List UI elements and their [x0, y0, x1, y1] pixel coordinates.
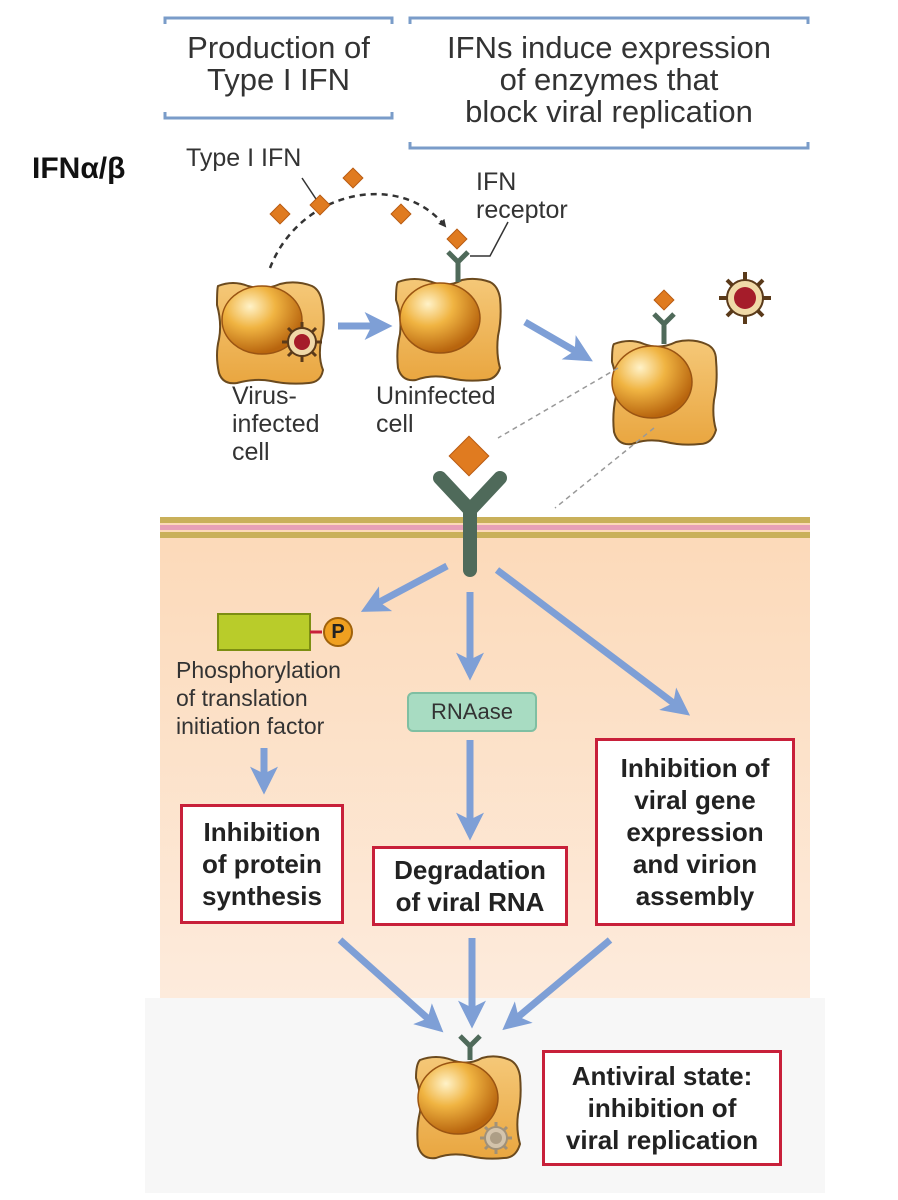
virus-infected-cell-label: Virus- infected cell [232, 382, 320, 466]
cell-membrane [160, 517, 810, 538]
uninfected-cell-label: Uninfected cell [376, 382, 496, 438]
signal-arrows [250, 562, 691, 1033]
type1-ifn-label: Type I IFN [186, 144, 302, 172]
virus [282, 322, 322, 362]
rnaase-box: RNAase [407, 692, 537, 732]
header-induce: IFNs induce expression of enzymes that b… [447, 30, 771, 129]
protected-cell [610, 289, 718, 446]
outcome-viral-rna: Degradation of viral RNA [372, 846, 568, 926]
phosphorylation-label: Phosphorylation of translation initiatio… [176, 657, 341, 739]
ifn-receptor-label: IFN receptor [476, 168, 568, 224]
uninfected-cell [394, 228, 502, 382]
outcome-viral-gene-expression: Inhibition of viral gene expression and … [595, 738, 795, 926]
translation-factor [217, 613, 353, 651]
free-virus [719, 272, 771, 324]
ifn-receptor-small [446, 250, 470, 282]
antiviral-cell [414, 1034, 522, 1160]
p-symbol: P [331, 621, 345, 643]
ifn-receptor-large [433, 471, 507, 577]
ifn-alpha-beta-label: IFNα/β [32, 152, 126, 185]
virus-infected-cell [215, 281, 325, 385]
header-brackets [163, 16, 810, 150]
header-production: Production of Type I IFN [187, 30, 370, 97]
ifn-molecules [269, 167, 412, 225]
outcome-antiviral-state: Antiviral state: inhibition of viral rep… [542, 1050, 782, 1166]
outcome-protein-synthesis: Inhibition of protein synthesis [180, 804, 344, 924]
